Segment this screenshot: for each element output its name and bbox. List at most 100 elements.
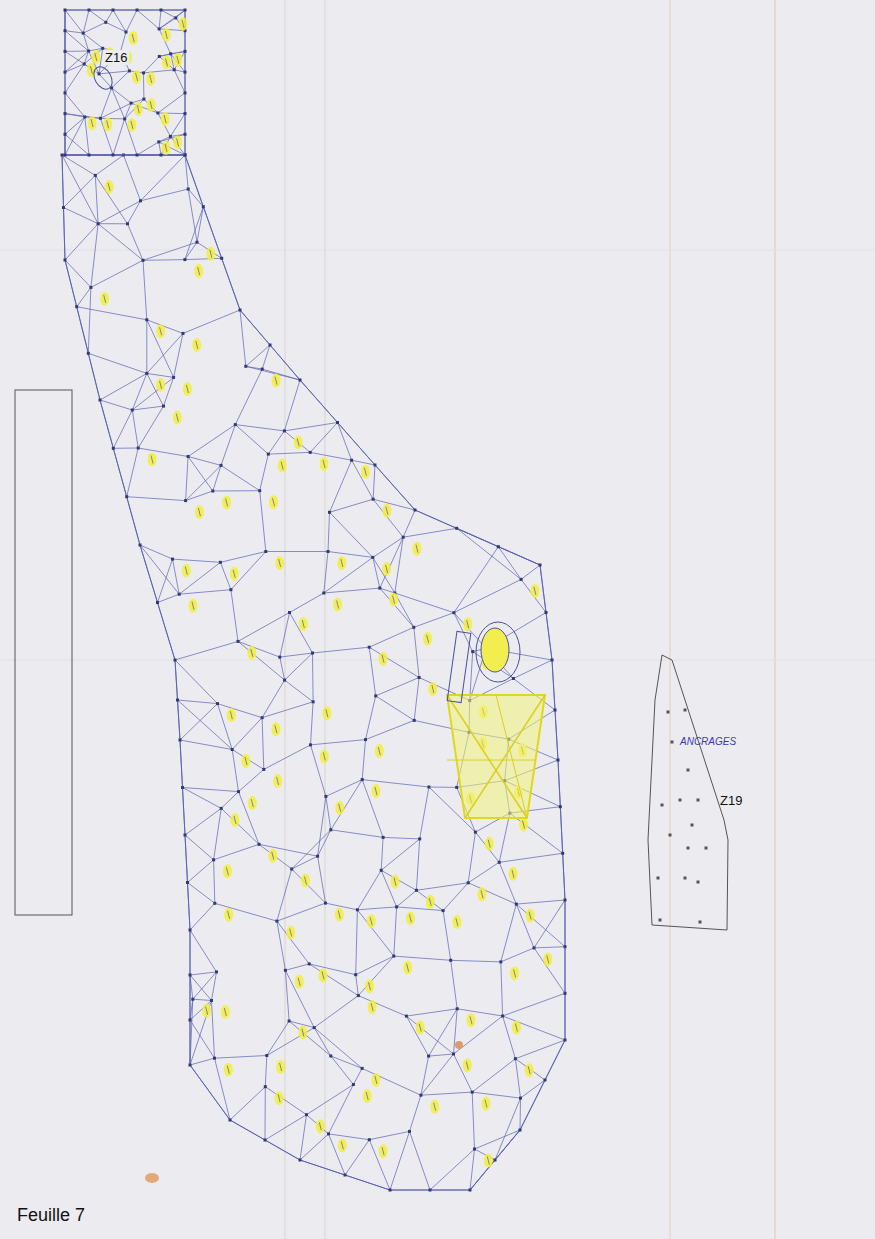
survey-point (374, 694, 377, 697)
survey-point (329, 828, 332, 831)
parcel-mark (151, 456, 153, 464)
mesh-line (430, 1190, 470, 1191)
mesh-line (179, 562, 220, 594)
parcel-highlight (132, 70, 141, 84)
parcel-highlight (268, 849, 277, 863)
mesh-line (161, 10, 176, 18)
mesh-line (345, 1175, 390, 1190)
survey-point (452, 1053, 455, 1056)
mesh-line (95, 175, 98, 223)
mesh-line (188, 860, 214, 883)
mesh-line (143, 242, 197, 260)
mesh-line (376, 696, 415, 721)
survey-point (327, 550, 330, 553)
mesh-line (124, 155, 141, 201)
mesh-line (373, 465, 375, 499)
survey-point (125, 31, 128, 34)
survey-point (350, 459, 353, 462)
parcel-mark (164, 115, 166, 123)
mesh-line (62, 155, 98, 224)
survey-point (427, 1055, 430, 1058)
survey-point (309, 743, 312, 746)
mesh-line (285, 964, 309, 970)
mesh-line (329, 1085, 354, 1134)
mesh-line (300, 1160, 345, 1175)
fold-line (325, 0, 326, 1239)
parcel-highlight (463, 617, 472, 631)
parcel-mark (91, 119, 93, 127)
parcel-highlight (103, 117, 112, 131)
survey-point (261, 716, 264, 719)
mesh-line (292, 856, 318, 869)
mesh-line (403, 528, 457, 537)
mesh-line (161, 155, 185, 156)
parcel-highlight (510, 966, 519, 980)
survey-point (82, 32, 85, 35)
mesh-line (128, 224, 144, 260)
mesh-line (369, 1131, 409, 1139)
parcel-highlight (271, 722, 280, 736)
mesh-line (421, 1056, 429, 1095)
mesh-line (190, 930, 217, 972)
mesh-line (292, 830, 331, 869)
parcel-highlight (231, 813, 240, 827)
mesh-line (472, 1092, 474, 1149)
survey-point (520, 578, 523, 581)
mesh-line (113, 10, 137, 11)
parcel-mark (95, 53, 97, 61)
mesh-line (546, 613, 552, 661)
survey-point (213, 1057, 216, 1060)
mesh-line (62, 155, 64, 208)
mesh-line (300, 1115, 307, 1160)
survey-point (211, 490, 214, 493)
parcel-mark (226, 499, 228, 507)
parcel-highlight (269, 495, 278, 509)
mesh-line (285, 680, 314, 702)
mesh-line (520, 1098, 522, 1130)
parcel-mark (366, 1092, 368, 1100)
mesh-line (185, 31, 186, 52)
survey-point (125, 495, 128, 498)
parcel-mark (382, 1147, 384, 1155)
survey-point (415, 889, 418, 892)
survey-point (265, 1054, 268, 1057)
mesh-line (314, 996, 358, 1028)
parcel-highlight (363, 1089, 372, 1103)
mesh-line (185, 207, 203, 260)
survey-point (64, 71, 67, 74)
survey-point (64, 112, 67, 115)
parcel-outline (62, 155, 565, 1190)
parcel-mark (192, 602, 194, 610)
survey-point (112, 154, 115, 157)
mesh-line (112, 88, 125, 119)
mesh-line (499, 853, 563, 862)
survey-point (237, 790, 240, 793)
mesh-line (262, 702, 313, 718)
mesh-line (221, 792, 238, 809)
mesh-line (140, 545, 158, 603)
parcel-highlight (519, 818, 528, 832)
mesh-line (406, 1016, 428, 1056)
mesh-line (188, 883, 191, 931)
survey-point (178, 593, 181, 596)
survey-point (112, 9, 115, 12)
parcel-highlight (162, 55, 171, 69)
mesh-line (88, 353, 147, 373)
survey-point (136, 154, 139, 157)
survey-point (514, 1057, 517, 1060)
parcel-highlight (248, 796, 257, 810)
mesh-line (268, 431, 284, 454)
mesh-line (185, 155, 203, 207)
parcel-mark (273, 498, 275, 506)
parcel-highlight (382, 562, 391, 576)
survey-point (405, 1015, 408, 1018)
mesh-line (185, 72, 186, 93)
mesh-line (290, 593, 324, 613)
survey-point (64, 133, 67, 136)
mesh-line (421, 1054, 454, 1095)
parcel-highlight (320, 749, 329, 763)
parcel-highlight (361, 465, 370, 479)
mesh-line (232, 750, 238, 792)
mesh-line (366, 720, 415, 739)
survey-point (471, 1091, 474, 1094)
